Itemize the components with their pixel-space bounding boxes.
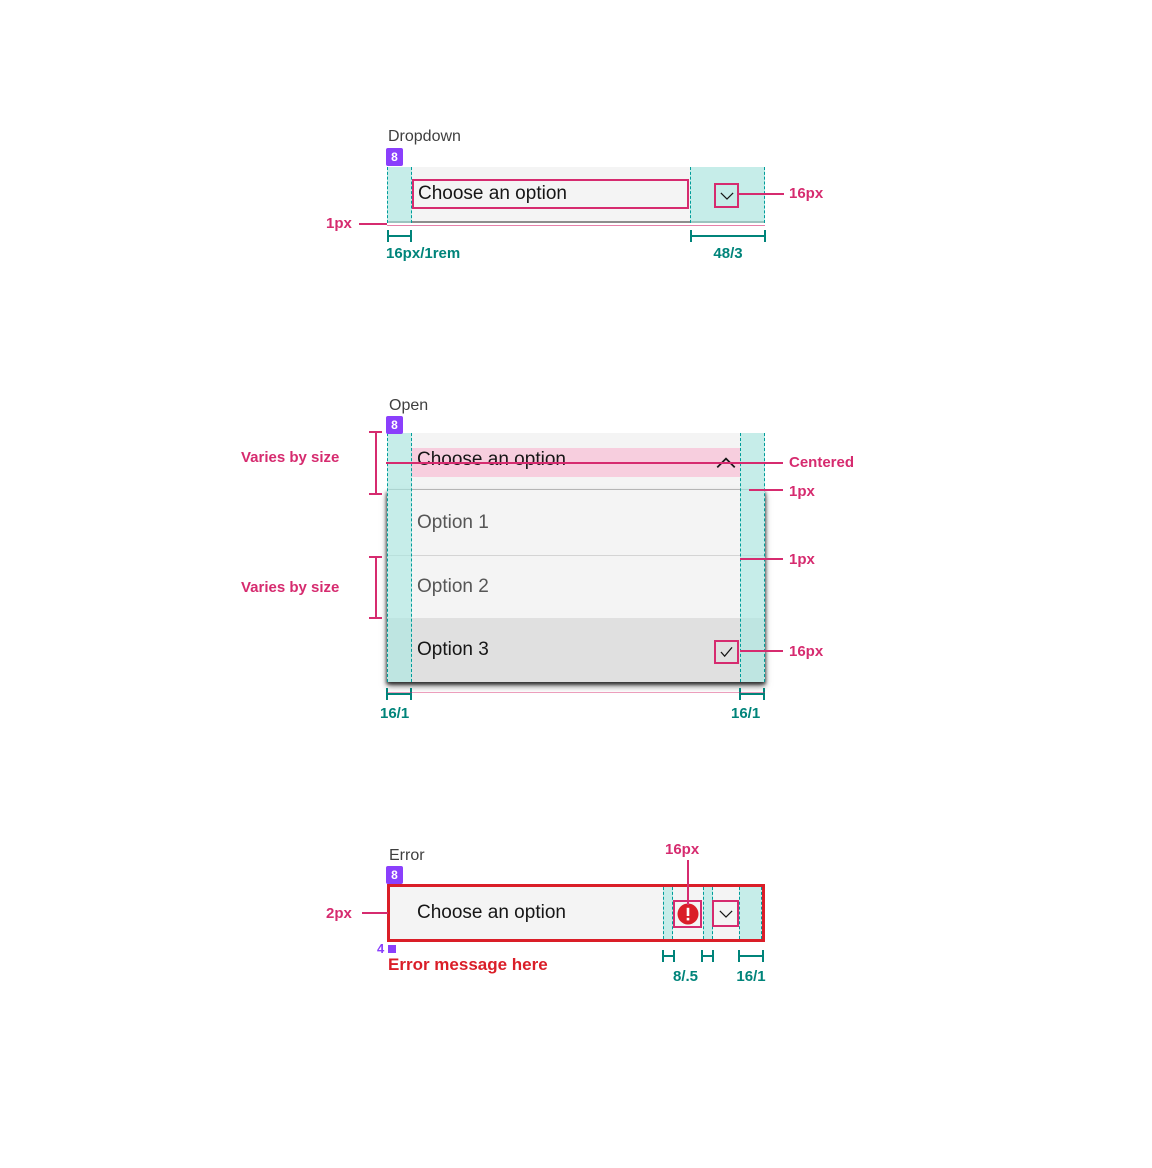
varies-bracket-field: [369, 431, 382, 495]
measure-label-gaps: 8/.5: [672, 968, 699, 985]
warning-filled-icon: [677, 903, 698, 925]
text-bounds-annotation: Choose an option: [412, 179, 689, 209]
menu-option-1[interactable]: Option 1: [387, 490, 765, 556]
chevron-up-icon[interactable]: [716, 457, 736, 469]
measure-label-left: 16/1: [380, 705, 410, 722]
annotation-icon-size: 16px: [789, 185, 824, 202]
chevron-down-icon[interactable]: [719, 192, 734, 200]
varies-bracket-row: [369, 556, 382, 619]
measure-ibeam: [662, 950, 675, 962]
section-heading-error: Error: [389, 847, 425, 864]
measure-label-icon-zone: 48/3: [713, 245, 743, 262]
dropdown-value: Choose an option: [418, 183, 567, 204]
pointer-line: [362, 912, 388, 914]
checkmark-icon: [720, 646, 733, 658]
centered-line: [386, 462, 783, 464]
dropdown-field-error[interactable]: Choose an option: [387, 884, 765, 942]
annotation-varies-2: Varies by size: [241, 579, 340, 596]
error-message: Error message here: [388, 955, 548, 974]
measure-ibeam: [386, 688, 412, 700]
annotation-varies-1: Varies by size: [241, 449, 340, 466]
dropdown-value: Choose an option: [417, 902, 566, 923]
pointer-line-vertical: [687, 860, 689, 905]
spacing-strip-left: [387, 167, 412, 223]
option-label: Option 1: [417, 511, 489, 533]
spacing-token-badge: 8: [386, 416, 403, 434]
spacing-strip-icon-zone: [690, 167, 765, 223]
spacing-token-square: [388, 945, 396, 953]
icon-bounds-annotation: [712, 900, 739, 927]
annotation-check-size: 16px: [789, 643, 824, 660]
option-label: Option 3: [417, 639, 489, 660]
section-heading-open: Open: [389, 397, 429, 414]
measure-ibeam: [690, 230, 766, 242]
pointer-line: [740, 650, 783, 652]
measure-ibeam: [701, 950, 714, 962]
annotation-border-width: 2px: [326, 905, 352, 922]
annotation-divider-1: 1px: [789, 483, 815, 500]
measure-ibeam: [739, 688, 765, 700]
dropdown-menu: Option 1 Option 2 Option 3: [387, 490, 765, 682]
measure-ibeam: [387, 230, 412, 242]
spacing-strip-left: [387, 433, 412, 682]
spacing-strip-gap-1: [663, 887, 673, 939]
menu-option-3-selected[interactable]: Option 3: [387, 618, 765, 682]
menu-option-2[interactable]: Option 2: [387, 556, 765, 618]
dropdown-value: Choose an option: [417, 449, 566, 470]
icon-bounds-annotation: [714, 640, 739, 664]
section-heading-dropdown: Dropdown: [388, 128, 461, 145]
spacing-strip-right: [740, 433, 765, 682]
border-trace-line: [387, 692, 765, 693]
annotation-centered: Centered: [789, 454, 855, 471]
pointer-line: [749, 489, 783, 491]
border-trace-line: [387, 225, 765, 226]
pointer-line: [739, 193, 784, 195]
spacing-token-4: 4: [377, 941, 385, 956]
annotation-border-width: 1px: [326, 215, 352, 232]
icon-bounds-annotation: [714, 183, 739, 208]
measure-label-right: 16/1: [731, 705, 761, 722]
measure-ibeam: [738, 950, 764, 962]
chevron-down-icon[interactable]: [718, 910, 733, 918]
measure-label-right: 16/1: [736, 968, 766, 985]
spacing-token-badge: 8: [386, 148, 403, 166]
pointer-line: [740, 558, 783, 560]
annotation-divider-2: 1px: [789, 551, 815, 568]
spacing-strip-right: [739, 887, 762, 939]
pointer-line: [359, 223, 387, 225]
spacing-token-badge: 8: [386, 866, 403, 884]
measure-label-left-padding: 16px/1rem: [386, 245, 461, 262]
annotation-icon-size: 16px: [665, 841, 700, 858]
option-label: Option 2: [417, 576, 489, 597]
